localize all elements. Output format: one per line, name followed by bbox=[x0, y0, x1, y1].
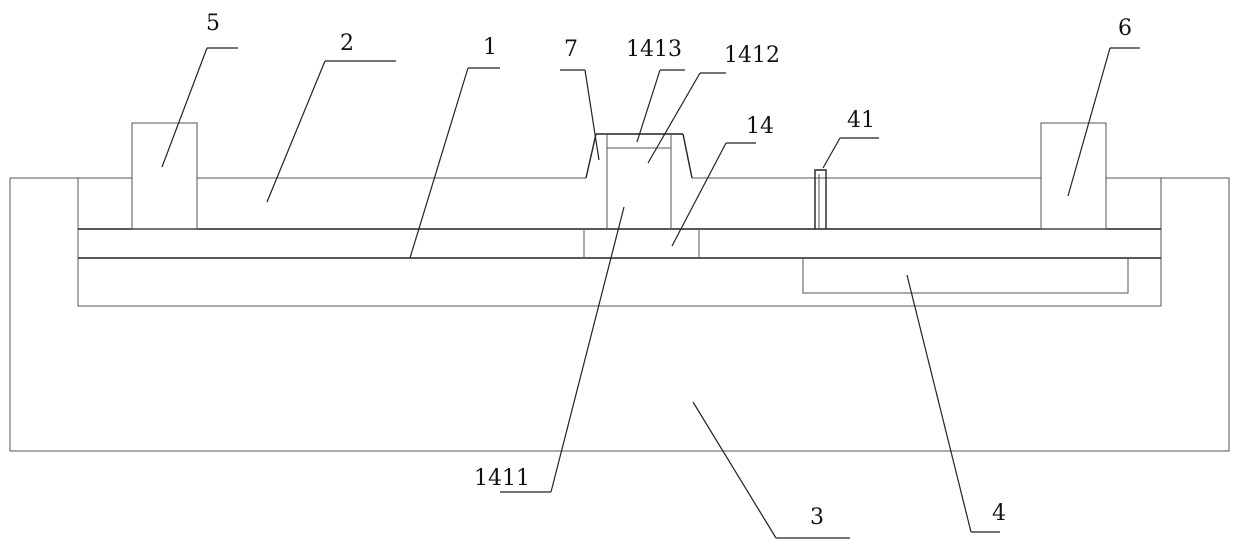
leader-1411 bbox=[551, 207, 624, 492]
leader-2 bbox=[267, 61, 325, 202]
leader-5 bbox=[162, 48, 207, 167]
leader-3 bbox=[693, 402, 776, 538]
label-1411: 1411 bbox=[474, 466, 530, 491]
label-1413: 1413 bbox=[626, 37, 682, 62]
label-2: 2 bbox=[340, 31, 354, 56]
leader-1412 bbox=[648, 73, 700, 163]
inner-recess bbox=[78, 178, 1161, 306]
component-14-assembly bbox=[586, 134, 692, 229]
leader-1413 bbox=[637, 70, 660, 142]
leader-4 bbox=[907, 275, 971, 532]
leader-7 bbox=[585, 70, 599, 160]
component-4-lower-box bbox=[803, 258, 1128, 293]
component-5-left-block bbox=[132, 123, 197, 229]
label-4: 4 bbox=[992, 501, 1006, 526]
leader-41 bbox=[823, 138, 840, 168]
label-7: 7 bbox=[564, 37, 578, 62]
leader-6 bbox=[1068, 48, 1110, 196]
component-3-outer-tray bbox=[10, 178, 1229, 451]
label-3: 3 bbox=[810, 505, 824, 530]
label-5: 5 bbox=[206, 11, 220, 36]
label-1: 1 bbox=[483, 35, 497, 60]
label-1412: 1412 bbox=[724, 43, 780, 68]
component-41-post bbox=[815, 170, 826, 229]
reference-labels: 5 2 1 7 1413 1412 14 41 6 1411 3 4 bbox=[206, 11, 1132, 530]
component-1-plate bbox=[78, 229, 1161, 258]
label-14: 14 bbox=[746, 114, 774, 139]
label-6: 6 bbox=[1118, 16, 1132, 41]
label-41: 41 bbox=[847, 108, 875, 133]
